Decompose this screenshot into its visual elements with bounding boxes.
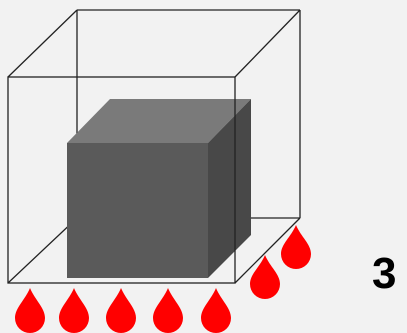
water-drop-icon [59, 288, 89, 333]
water-drop-icon [201, 288, 231, 333]
solid-cube [67, 99, 251, 278]
cube-front-face [67, 143, 208, 278]
container-top-left-edge [7, 9, 78, 78]
cube-side-face [208, 99, 251, 278]
container-floor-left-edge [7, 217, 78, 284]
water-drop-icon [15, 288, 45, 333]
water-drop-icon [106, 288, 136, 333]
water-drop-icon [250, 255, 280, 299]
cube-top-face [67, 99, 251, 143]
panel-number-label: 3 [372, 249, 397, 298]
container-front-face [7, 76, 236, 284]
water-drop-icon [153, 288, 183, 333]
container-floor-right-edge [234, 217, 301, 284]
container-front-edges [7, 9, 301, 284]
side-drops [250, 225, 311, 299]
water-drop-icon [281, 225, 311, 269]
container-top-right-edge [234, 9, 301, 78]
front-drops [15, 288, 231, 333]
